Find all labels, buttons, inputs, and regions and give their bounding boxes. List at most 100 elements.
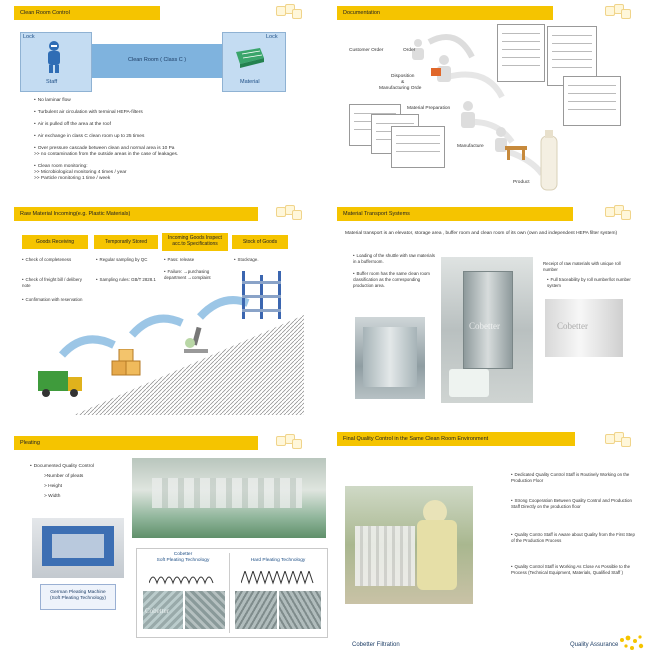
col2-item-2: Sampling rules: GB/T 2828.1 xyxy=(96,277,156,283)
panel-final-qc: Final Quality Control in the Same Clean … xyxy=(337,432,652,642)
preparation-figure-icon xyxy=(461,101,475,128)
material-label: Material xyxy=(240,79,260,85)
staff-label: Staff xyxy=(46,79,58,85)
col1-item-3: Confirmation with reservation xyxy=(22,297,86,303)
transport-bullet-2: Buffer room has the same clean room clas… xyxy=(353,271,437,289)
clean-room-door-photo: Cobetter xyxy=(441,257,533,403)
panel-title: Pleating xyxy=(14,436,258,450)
product-cartridge-icon xyxy=(540,130,558,191)
decor-squares-icon xyxy=(276,4,302,19)
hard-pleat-sem-photo-1 xyxy=(235,591,277,629)
shelf-icon xyxy=(242,271,281,319)
hard-pleating-label: Hard Pleating Technology xyxy=(250,558,306,563)
bullet-6: Clean room monitoring: xyxy=(34,164,88,170)
traceability-bullet: Full traceability by roll number/lot num… xyxy=(547,277,631,289)
step-stock-of-goods: Stock of Goods xyxy=(232,235,288,249)
machine-caption-box: German Pleating Machine (Soft Pleating T… xyxy=(40,584,116,610)
clean-room-label: Clean Room ( Class C ) xyxy=(128,57,187,63)
production-floor-photo xyxy=(132,458,326,538)
bullet-3: Air is pulled off the area at the roof xyxy=(34,122,111,128)
panel-clean-room-control: Clean Room Control Lock Lock Staff Clean… xyxy=(14,2,329,210)
lock-right-label: Lock xyxy=(266,34,278,40)
footer-dots-icon xyxy=(620,635,644,650)
boxes-icon xyxy=(111,349,141,376)
footer-right: Quality Assurance xyxy=(570,642,619,648)
order-figure-icon xyxy=(412,39,424,60)
decor-squares-icon xyxy=(276,205,302,220)
pleating-sub-3: > Width xyxy=(44,494,61,499)
pleating-machine-photo xyxy=(32,518,124,578)
step-incoming-inspection-label: Incoming Goods Inspect acc.to Specificat… xyxy=(168,235,222,247)
col2-item-1: Regular sampling by QC xyxy=(96,257,156,263)
bullet-6-note-a: >> Microbiological monitoring 4 times / … xyxy=(34,170,127,175)
document-sheet-1 xyxy=(497,24,545,82)
transport-intro: Material transport is an elevator, stora… xyxy=(345,231,618,236)
panel-title: Clean Room Control xyxy=(14,6,160,20)
label-manufacturing-order: Manufacturing Orde xyxy=(379,86,422,91)
flow-band xyxy=(88,44,228,78)
decor-squares-icon xyxy=(605,432,631,447)
decor-squares-icon xyxy=(276,434,302,449)
door-brand-watermark: Cobetter xyxy=(469,321,500,331)
staff-figure-icon xyxy=(48,41,60,73)
panel-title: Documentation xyxy=(337,6,553,20)
panel-documentation: Documentation Customer Order Order Dispo… xyxy=(337,2,652,210)
pleating-sub-1: >Number of pleats xyxy=(44,474,84,479)
label-order: Order xyxy=(403,48,416,53)
pleating-bullet: Documented Quality Control xyxy=(30,464,94,470)
lock-left-label: Lock xyxy=(23,34,35,40)
bullet-6-note-b: >> Particle monitoring 1 time / week xyxy=(34,176,111,181)
qc-bullet-2: Strong Cooperation Between Quality Contr… xyxy=(511,498,639,510)
col1-item-1: Check of completeness xyxy=(22,257,86,263)
col4-item-1: Stockrage. xyxy=(234,257,290,263)
soft-pleat-wave-icon xyxy=(149,576,214,585)
panel-title: Final Quality Control in the Same Clean … xyxy=(337,432,575,446)
label-amp: & xyxy=(401,80,405,85)
panel-title: Raw Material Incoming(e.g. Plastic Mater… xyxy=(14,207,258,221)
machine-caption: German Pleating Machine (Soft Pleating T… xyxy=(50,590,106,601)
label-customer-order: Customer Order xyxy=(349,48,384,53)
transport-bullet-1: Loading of the shuttle with raw material… xyxy=(353,253,437,265)
bullet-5-note: >> no contamination from the outside are… xyxy=(34,152,179,157)
panel-pleating: Pleating Documented Quality Control >Num… xyxy=(14,432,329,642)
roll-brand-watermark: Cobetter xyxy=(557,321,588,331)
decor-squares-icon xyxy=(605,4,631,19)
hard-pleat-wave-icon xyxy=(241,571,314,585)
bullet-4: Air exchange in class C clean room up to… xyxy=(34,134,145,140)
document-sheet-3 xyxy=(563,76,621,126)
label-product: Product xyxy=(513,180,530,185)
panel-raw-material: Raw Material Incoming(e.g. Plastic Mater… xyxy=(14,205,329,420)
microscope-icon xyxy=(184,326,208,353)
step-goods-receiving: Goods Receiving xyxy=(22,235,88,249)
panel-title: Material Transport Systems xyxy=(337,207,573,221)
air-shower-photo xyxy=(355,317,425,399)
label-material-preparation: Material Preparation xyxy=(407,106,451,111)
material-crate-icon xyxy=(236,48,264,68)
qc-staff-photo xyxy=(345,486,473,604)
receipt-text: Receipt of raw materials with unique rol… xyxy=(543,261,621,272)
soft-pleat-brand: Cobetter xyxy=(145,607,170,615)
col3-item-2: Failure: →purchasing department →complai… xyxy=(164,269,230,281)
hard-pleat-sem-photo-2 xyxy=(279,591,321,629)
qc-bullet-4: Quality Control Staff is Working As Clos… xyxy=(511,564,639,576)
qc-bullet-1: Dedicated Quality Control Staff is Routi… xyxy=(511,472,639,484)
label-manufacture: Manufacture xyxy=(457,144,484,149)
panel-material-transport: Material Transport Systems Material tran… xyxy=(337,205,652,420)
col3-item-1: Pass: release xyxy=(164,257,230,263)
truck-icon xyxy=(38,371,82,397)
clean-room-diagram: Lock Lock Staff Clean Room ( Class C ) M… xyxy=(20,32,286,92)
footer-left: Cobetter Filtration xyxy=(352,642,400,648)
label-disposition: Disposition xyxy=(391,74,415,79)
document-sheet-6 xyxy=(391,126,445,168)
soft-pleat-sem-photo-2 xyxy=(185,591,225,629)
filter-roll-photo: Cobetter xyxy=(545,299,623,357)
qc-bullet-3: Quality Contro Staff is Aware about Qual… xyxy=(511,532,639,544)
soft-pleat-sem-photo-1: Cobetter xyxy=(143,591,183,629)
bullet-2: Turbulent air circulation with terminal … xyxy=(34,110,143,116)
step-incoming-inspection: Incoming Goods Inspect acc.to Specificat… xyxy=(162,233,228,251)
pleating-comparison-box: Cobetter Soft Pleating Technology Hard P… xyxy=(136,548,328,638)
manufacture-figure-icon xyxy=(495,127,527,160)
flow-arrows xyxy=(427,34,545,176)
soft-pleating-label: Cobetter Soft Pleating Technology xyxy=(156,552,210,563)
bullet-5: Over pressure cascade between clean and … xyxy=(34,146,175,152)
